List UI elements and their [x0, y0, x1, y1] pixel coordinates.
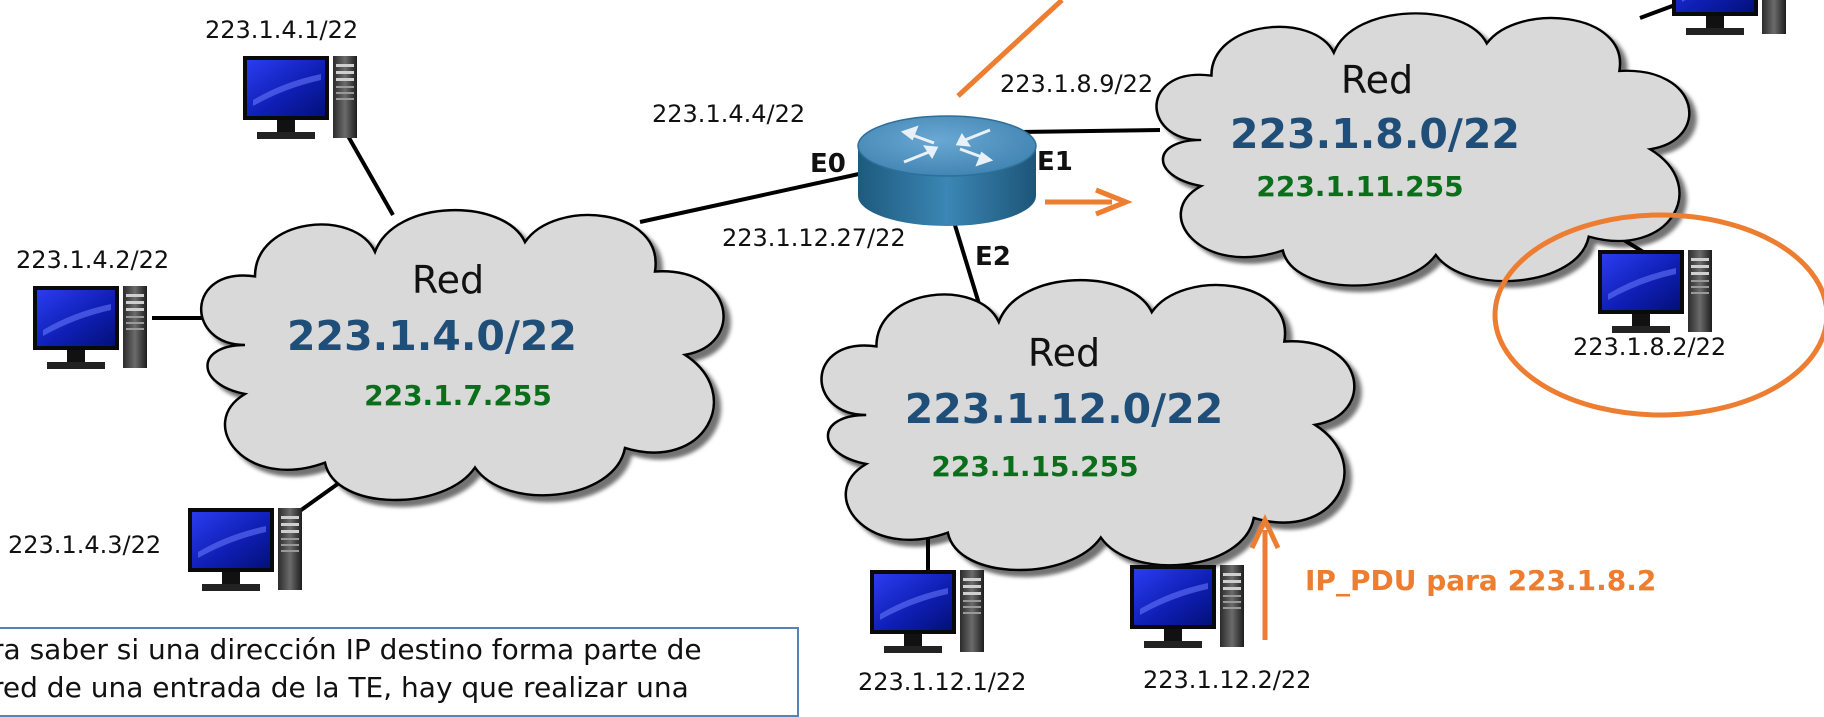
incoming-packet-arrow-icon [1249, 514, 1281, 640]
forward-arrow-icon [1045, 187, 1133, 217]
host-ip-label: 223.1.4.1/22 [205, 16, 358, 44]
iface-e2-ip: 223.1.12.27/22 [722, 224, 906, 252]
host-ip-label: 223.1.12.1/22 [858, 668, 1026, 695]
iface-e1-ip: 223.1.8.9/22 [1000, 70, 1153, 98]
pc-icon[interactable] [33, 286, 147, 369]
link-e1 [1019, 128, 1161, 134]
net-left-title: Red [412, 258, 484, 302]
pc-icon[interactable] [1130, 565, 1244, 648]
pc-icon[interactable] [1598, 250, 1712, 333]
net-bottom-address: 223.1.12.0/22 [905, 385, 1223, 433]
host-ip-label: 223.1.4.3/22 [8, 531, 161, 559]
link-e0 [639, 170, 869, 224]
host-ip-label: 223.1.8.2/22 [1573, 333, 1726, 361]
pc-icon[interactable] [1672, 0, 1786, 35]
host-ip-label: 223.1.12.2/22 [1143, 666, 1311, 694]
note-text: ra saber si una dirección IP destino for… [0, 631, 792, 707]
destination-highlight [1492, 212, 1824, 418]
note-line-1: ra saber si una dirección IP destino for… [0, 633, 702, 666]
network-diagram: Red 223.1.4.0/22 223.1.7.255 Red 223.1.8… [8, 0, 1824, 695]
net-bottom-title: Red [1028, 331, 1100, 375]
net-right-broadcast: 223.1.11.255 [1256, 170, 1463, 203]
link-top-right [1639, 3, 1676, 20]
net-left-broadcast: 223.1.7.255 [364, 379, 552, 412]
iface-e2-label: E2 [975, 242, 1011, 272]
upstream-link [956, 0, 1064, 98]
iface-e0-label: E0 [810, 149, 846, 179]
net-right-title: Red [1341, 58, 1413, 102]
host-ip-label: 223.1.4.2/22 [16, 246, 169, 274]
link-e2 [952, 221, 982, 308]
net-right-address: 223.1.8.0/22 [1230, 110, 1520, 158]
pc-icon[interactable] [870, 570, 984, 653]
note-line-2: red de una entrada de la TE, hay que rea… [0, 671, 689, 704]
net-bottom-broadcast: 223.1.15.255 [931, 450, 1138, 483]
pc-icon[interactable] [243, 56, 357, 139]
net-left-address: 223.1.4.0/22 [287, 312, 577, 360]
router-icon[interactable] [857, 115, 1037, 226]
iface-e0-ip: 223.1.4.4/22 [652, 100, 805, 128]
packet-label: IP_PDU para 223.1.8.2 [1305, 564, 1656, 597]
iface-e1-label: E1 [1037, 147, 1073, 177]
pc-icon[interactable] [188, 508, 302, 591]
